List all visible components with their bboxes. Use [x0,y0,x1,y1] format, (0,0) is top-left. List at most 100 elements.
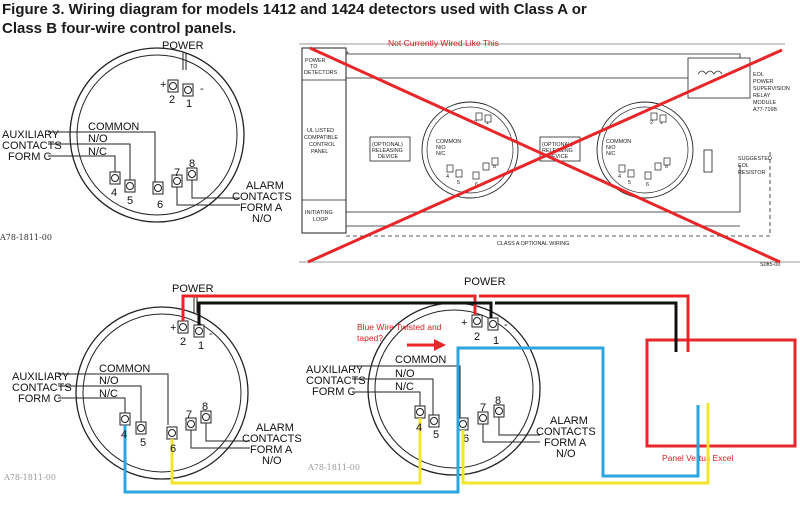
relay-coil-icon [697,70,723,75]
nc-label: N/C [99,388,118,400]
black-wire [495,301,678,352]
resistor-label: RESISTOR [738,170,766,176]
power-bus-positive [346,53,741,70]
common-lead [58,373,169,425]
power-to-detectors-1: POWER [305,58,325,64]
alarm-label-1: ALARM [246,180,284,192]
eol-label: MODULE [753,100,776,106]
yellow-wire [461,403,710,485]
nc-label: N/C [436,151,445,157]
detector-base-inner-ring [82,313,242,473]
blue-wire-note-2: taped? [357,333,383,343]
terminal-label: 2 [474,331,480,343]
power-label: POWER [162,40,204,52]
common-lead [352,365,461,420]
terminal-label: 6 [646,182,649,188]
nc-lead [352,391,421,408]
releasing-device-label: DEVICE [378,154,398,160]
initiating-loop [346,165,741,213]
loop-label-1: INITIATING [305,210,333,216]
class-a-wiring [346,150,771,237]
terminal-label: 5 [628,180,631,186]
terminal-2 [167,79,179,93]
alarm-lead [498,417,540,436]
releasing-device-label: (OPTIONAL) [372,142,403,148]
aux-label-3: FORM C [8,151,51,163]
terminal-screw [169,82,177,90]
terminal-screw [154,184,162,192]
eol-label: A77-716B [753,107,777,113]
blue-wire-note-1: Blue Wire Twisted and [357,322,442,332]
red-arrow-icon [434,339,446,351]
common-label: COMMON [99,363,150,375]
releasing-device-1 [369,136,411,162]
power-label: POWER [464,276,506,288]
detector-base-inner-ring [374,309,534,469]
terminal-1 [487,317,499,331]
alarm-label-2: CONTACTS [536,426,596,438]
terminal-screw [168,429,176,437]
terminal-label: 5 [457,180,460,186]
drawing-id: A78-1811-00 [307,463,360,472]
terminal-4 [109,171,121,185]
plus-sign: + [160,79,166,91]
terminal-label: 5 [127,195,133,207]
aux-label-3: FORM C [18,393,61,405]
not-wired-note: Not Currently Wired Like This [388,38,499,48]
terminal-label: 8 [189,158,195,170]
resistor-label: EOL [738,163,749,169]
terminal-label: 6 [463,433,469,445]
terminal-label: 5 [433,429,439,441]
no-label: N/O [606,145,616,151]
red-wire [181,294,477,321]
detector-base-outer-ring [75,306,249,480]
terminal-label: 4 [416,422,422,434]
schematic-detector-2-inner [601,106,689,194]
power-to-detectors-3: DETECTORS [304,70,338,76]
terminal-5 [428,414,440,428]
bottom-left-detector: POWER + 2 1 - COMMON AUXILIARY CONTACTS … [3,283,302,482]
power-to-detectors-2: TO [310,64,317,70]
terminal-screw [202,413,210,421]
releasing-device-label: DEVICE [548,154,568,160]
nc-lead [48,155,116,175]
detector-base-inner-ring [76,54,238,216]
plus-sign: + [170,322,176,334]
aux-label-2: CONTACTS [306,375,366,387]
terminal-screw [184,86,192,94]
common-label: COMMON [395,354,446,366]
terminal-label: 7 [174,167,180,179]
terminal-label: 2 [650,120,653,126]
nc-label: N/C [395,381,414,393]
alarm-label-1: ALARM [256,422,294,434]
eol-label: RELAY [753,93,771,99]
terminal-1 [182,83,194,97]
alarm-lead [190,430,250,449]
aux-label-1: AUXILIARY [12,371,70,383]
alarm-label-4: N/O [556,448,576,460]
terminal-screw [195,327,203,335]
terminal-screw [495,407,503,415]
drawing-id: A78-1811-00 [0,233,52,242]
terminal-screw [121,415,129,423]
terminal-label: 1 [486,120,489,126]
minus-sign: - [200,83,204,95]
aux-label-2: CONTACTS [2,140,62,152]
eol-resistor-icon [703,149,713,173]
terminal-label: 2 [169,94,175,106]
terminal-screw [473,317,481,325]
alarm-lead [205,423,250,442]
terminal-label: 1 [186,98,192,110]
terminal-screw [416,408,424,416]
alarm-label-2: CONTACTS [242,433,302,445]
alarm-lead [482,424,540,443]
alarm-label-2: CONTACTS [232,191,292,203]
top-right-schematic: + POWER TO DETECTORS UL LISTED COMPATIBL… [299,38,800,268]
terminal-6 [152,181,164,195]
terminal-label: 1 [493,335,499,347]
schematic-detector-1-inner [426,106,514,194]
loop-label-2: LOOP [313,217,328,223]
terminal-label: 1 [660,120,663,126]
eol-label: EOL [753,72,764,78]
common-label: COMMON [88,121,139,133]
